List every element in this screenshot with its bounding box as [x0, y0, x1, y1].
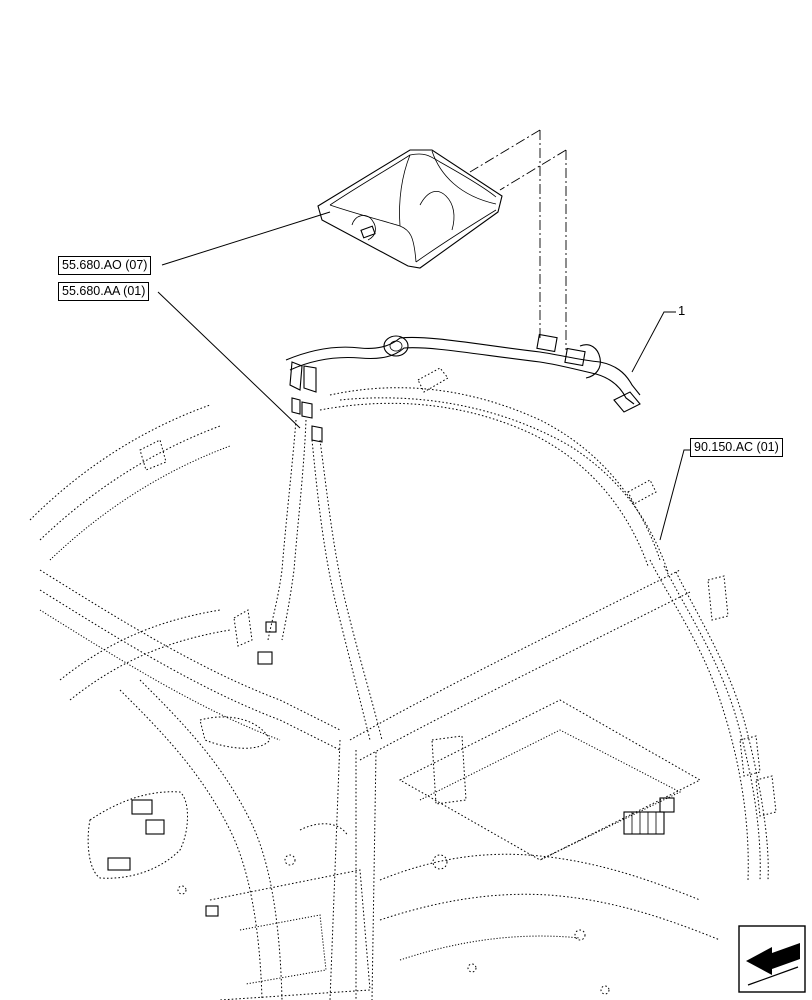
- mounting-axis-lines: [469, 129, 567, 350]
- frame-connectors: [107, 621, 675, 917]
- wiring-harness: [267, 333, 641, 741]
- view-orientation-arrow-icon[interactable]: [738, 925, 806, 993]
- reference-label-cab-roof[interactable]: 55.680.AO (07): [58, 256, 152, 275]
- roof-module: [317, 149, 503, 269]
- callout-number-1: 1: [678, 303, 686, 318]
- leader-lines: [157, 211, 690, 541]
- reference-label-harness[interactable]: 55.680.AA (01): [58, 282, 150, 301]
- cab-frame: [29, 367, 777, 1000]
- reference-label-frame[interactable]: 90.150.AC (01): [690, 438, 783, 457]
